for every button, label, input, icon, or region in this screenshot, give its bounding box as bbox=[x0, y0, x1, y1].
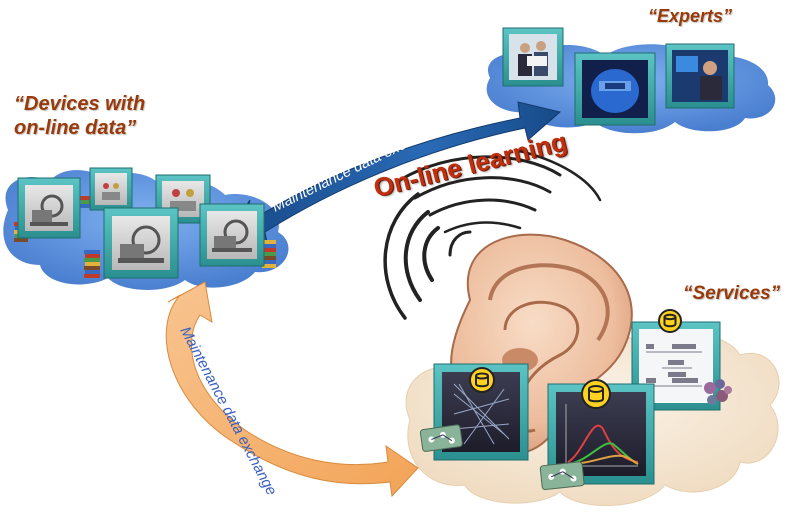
expert-photos bbox=[502, 27, 735, 126]
database-icon bbox=[658, 309, 682, 333]
database-icons bbox=[469, 309, 682, 409]
network-card-icon bbox=[419, 379, 732, 491]
sound-wave-icon bbox=[383, 148, 602, 320]
device-monitor-icon bbox=[89, 167, 133, 211]
devices-label-line-2: on-line data” bbox=[14, 117, 137, 139]
database-icon bbox=[581, 379, 611, 409]
exchange-bottom-text: Maintenance data exchange bbox=[176, 324, 279, 498]
expert-photo bbox=[502, 27, 564, 87]
devices-label-line-1: “Devices with bbox=[14, 93, 146, 115]
services-label: “Services” bbox=[683, 283, 781, 304]
experts-label: “Experts” bbox=[648, 6, 733, 26]
device-monitors bbox=[17, 167, 265, 279]
expert-photo bbox=[574, 52, 656, 126]
device-monitor-icon bbox=[17, 177, 81, 239]
device-monitor-icon bbox=[199, 203, 265, 267]
database-icon bbox=[469, 367, 495, 393]
service-panels bbox=[433, 321, 721, 485]
device-monitor-icon bbox=[103, 207, 179, 279]
expert-photo bbox=[665, 43, 735, 109]
maintenance-exchange-arrow-bottom: Maintenance data exchange bbox=[165, 281, 419, 498]
molecule-icon bbox=[704, 379, 732, 405]
devices-label: “Devices with on-line data” bbox=[14, 92, 145, 140]
